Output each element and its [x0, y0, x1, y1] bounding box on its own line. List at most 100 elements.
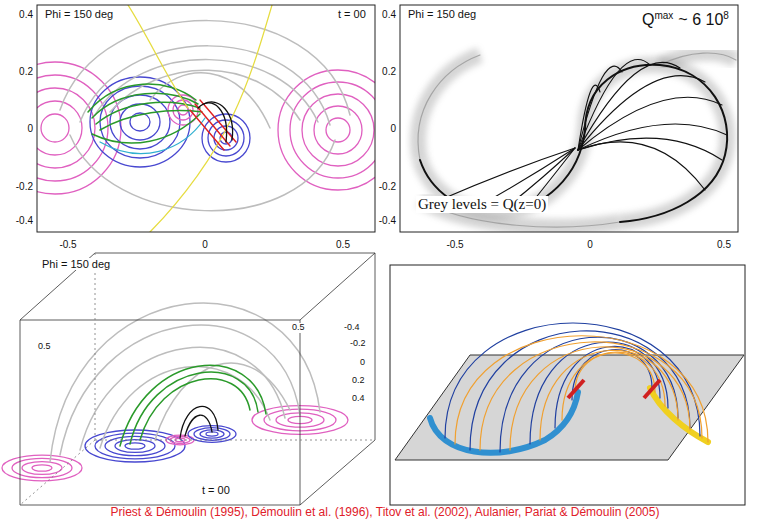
time-label: t = 00 — [200, 484, 232, 496]
axis-tick: 0.5 — [717, 239, 731, 250]
panel-contours — [37, 5, 375, 232]
contour-ring — [290, 82, 375, 178]
contour-ring — [95, 433, 175, 459]
field-line — [578, 62, 680, 150]
axis-tick: 0.5 — [290, 323, 307, 333]
formula-superscript: max — [654, 10, 673, 21]
caption: Priest & Démoulin (1995), Démoulin et al… — [0, 506, 770, 519]
box-edge — [20, 440, 95, 505]
field-line — [155, 363, 290, 440]
field-line — [100, 118, 205, 154]
separatrix-line — [128, 5, 188, 108]
contour-ring — [41, 114, 69, 142]
contour-ring — [12, 458, 72, 477]
field-line — [150, 73, 270, 128]
field-line — [180, 406, 218, 438]
axis-tick: -0.2 — [379, 181, 396, 192]
contour-ring — [120, 104, 160, 140]
panel-title: Phi = 150 deg — [406, 8, 478, 20]
formula-superscript: 8 — [723, 10, 729, 21]
field-line — [578, 76, 705, 150]
plot-frame — [400, 5, 738, 232]
panel-3d — [2, 253, 375, 505]
axis-tick: -0.5 — [59, 239, 76, 250]
contour-ring — [22, 462, 62, 475]
time-label: t = 00 — [336, 8, 368, 20]
contour-ring — [32, 465, 52, 471]
contour-ring — [2, 455, 82, 481]
field-line — [130, 372, 258, 444]
field-line — [578, 142, 705, 190]
panel-title: Phi = 150 deg — [43, 8, 115, 20]
field-line — [100, 111, 202, 130]
field-line — [578, 138, 722, 160]
axis-tick: 0.4 — [382, 9, 396, 20]
field-line — [92, 114, 200, 143]
field-line — [480, 342, 702, 450]
contour-ring — [125, 443, 145, 449]
field-line — [60, 325, 300, 455]
field-line — [195, 104, 230, 146]
axis-tick: -0.2 — [16, 181, 33, 192]
box-edge — [375, 253, 376, 440]
field-line — [140, 379, 250, 440]
axis-tick: 0.2 — [350, 376, 367, 386]
field-line — [578, 97, 722, 150]
photosphere-plane — [395, 355, 744, 460]
field-line — [455, 336, 708, 444]
field-line — [60, 21, 350, 115]
field-line — [100, 366, 270, 448]
plot-frame — [37, 5, 375, 232]
map-note: Grey levels = Q(z=0) — [416, 196, 548, 213]
footprint-band — [430, 392, 578, 453]
field-line — [555, 347, 660, 428]
field-line — [198, 103, 227, 142]
field-line — [95, 60, 318, 122]
axis-tick: -0.5 — [446, 239, 463, 250]
axis-tick: 0 — [27, 123, 33, 134]
field-line — [80, 347, 285, 450]
separator-mark — [644, 380, 660, 398]
axis-tick: -0.4 — [342, 323, 362, 333]
field-line — [530, 342, 668, 444]
contour-ring — [314, 106, 362, 154]
axis-tick: 0 — [202, 239, 208, 250]
field-line — [185, 415, 212, 436]
panel-frame — [390, 265, 745, 505]
box-edge — [20, 253, 375, 320]
separatrix-line — [150, 5, 272, 232]
axis-tick: 0 — [358, 358, 367, 368]
field-line — [204, 102, 233, 140]
field-line — [470, 331, 690, 450]
formula-value: ~ 6 10 — [678, 11, 723, 28]
axis-tick: 0.5 — [36, 342, 53, 352]
box-edge — [20, 320, 21, 505]
q-halo — [418, 55, 480, 160]
contour-ring — [37, 88, 95, 168]
field-line — [50, 303, 320, 462]
field-line — [80, 46, 330, 125]
field-line — [578, 124, 727, 150]
panel-schematic — [390, 265, 745, 505]
axis-tick: 0.2 — [382, 66, 396, 77]
axis-tick: -0.4 — [16, 215, 33, 226]
formula: Qmax~ 6 108 — [640, 10, 731, 29]
field-line — [562, 352, 665, 420]
contour-ring — [302, 94, 374, 166]
field-line — [88, 84, 196, 112]
axis-tick: 0.4 — [350, 394, 367, 404]
axis-tick: 0 — [587, 239, 593, 250]
box-edge — [95, 253, 96, 440]
box-edge — [20, 440, 375, 505]
field-line — [190, 110, 224, 150]
field-line — [575, 353, 655, 392]
field-line — [120, 365, 266, 446]
axis-tick: 0 — [390, 123, 396, 134]
box-edge — [95, 440, 375, 441]
field-line — [540, 350, 678, 440]
qsl-trace — [418, 55, 480, 160]
panel-title: Phi = 150 deg — [40, 258, 112, 270]
contour-ring — [37, 75, 108, 181]
